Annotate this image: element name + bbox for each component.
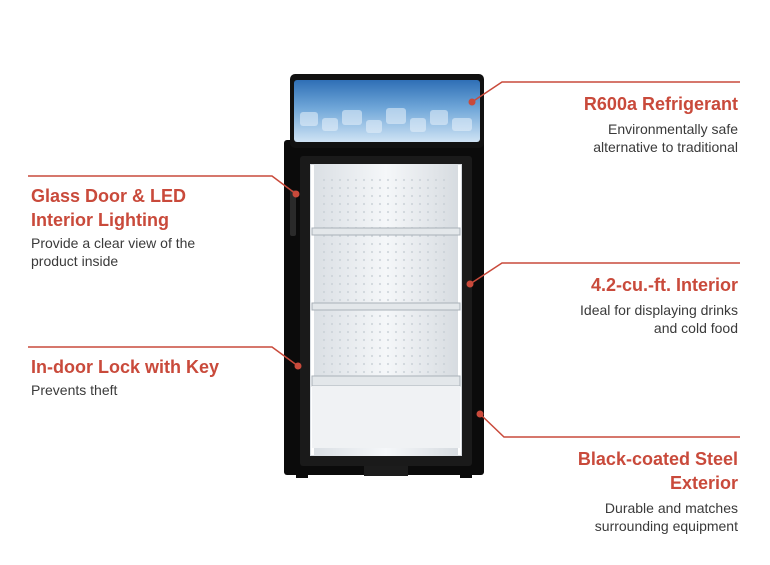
callout-glass-door-title-line2: Interior Lighting	[31, 210, 169, 230]
callout-glass-door-desc-line1: Provide a clear view of the	[31, 235, 196, 251]
base-vent	[364, 466, 408, 476]
callout-exterior: Black-coated Steel Exterior Durable and …	[488, 447, 738, 535]
leader-glass-door	[28, 175, 297, 195]
callout-exterior-desc-line1: Durable and matches	[604, 500, 738, 516]
bottom-bin	[312, 386, 460, 448]
shelf-3	[311, 375, 461, 387]
callout-interior: 4.2-cu.-ft. Interior Ideal for displayin…	[488, 273, 738, 337]
callout-refrigerant: R600a Refrigerant Environmentally safe a…	[488, 92, 738, 156]
shelf-2	[311, 302, 461, 311]
callout-lock: In-door Lock with Key Prevents theft	[31, 355, 281, 399]
ice-graphic	[300, 108, 472, 133]
callout-interior-desc-line2: and cold food	[653, 320, 738, 336]
leader-refrigerant	[471, 81, 740, 103]
callout-exterior-desc-line2: surrounding equipment	[594, 518, 738, 534]
callout-glass-door-title-line1: Glass Door & LED	[31, 186, 187, 206]
foot-right	[460, 472, 472, 478]
callout-interior-title: 4.2-cu.-ft. Interior	[590, 275, 738, 295]
callout-lock-desc: Prevents theft	[31, 382, 118, 398]
leader-lock	[28, 346, 299, 367]
refrigerator	[284, 74, 484, 478]
shelves	[311, 227, 461, 448]
callout-refrigerant-title: R600a Refrigerant	[583, 94, 738, 114]
callout-interior-desc-line1: Ideal for displaying drinks	[580, 302, 738, 318]
callout-exterior-title-line2: Exterior	[669, 473, 738, 493]
dot-refrigerant	[468, 98, 476, 106]
callout-glass-door-desc-line2: product inside	[31, 253, 119, 269]
leader-interior	[469, 262, 740, 285]
foot-left	[296, 472, 308, 478]
dot-lock	[294, 362, 302, 370]
shelf-1	[311, 227, 461, 236]
leader-dots	[292, 98, 484, 418]
dot-exterior	[476, 410, 484, 418]
leader-exterior	[479, 413, 740, 438]
door-handle	[290, 190, 296, 236]
dot-interior	[466, 280, 474, 288]
callout-exterior-title-line1: Black-coated Steel	[577, 449, 738, 469]
callout-glass-door: Glass Door & LED Interior Lighting Provi…	[31, 184, 281, 270]
dot-glass-door	[292, 190, 300, 198]
callout-lock-title: In-door Lock with Key	[31, 357, 220, 377]
callout-refrigerant-desc-line2: alternative to traditional	[593, 139, 738, 155]
callout-refrigerant-desc-line1: Environmentally safe	[608, 121, 738, 137]
leader-lines	[28, 81, 740, 438]
